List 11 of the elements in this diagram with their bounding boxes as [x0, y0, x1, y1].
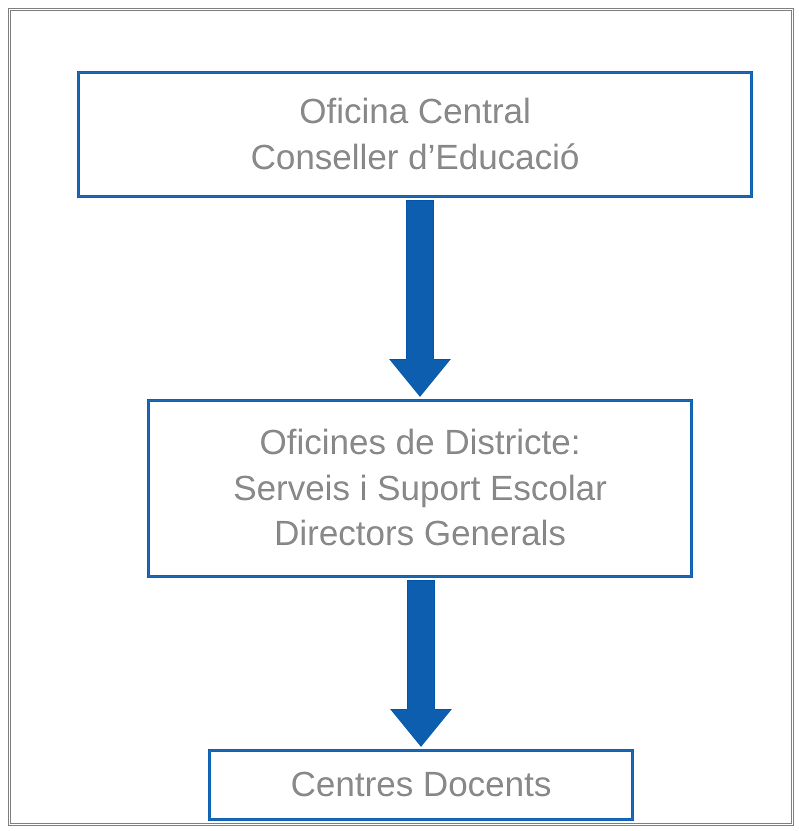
box-label: Serveis i Suport Escolar: [233, 468, 607, 510]
box-label: Conseller d’Educació: [250, 136, 580, 178]
process-box: [208, 749, 634, 821]
process-box: [147, 399, 693, 578]
box-label: Oficina Central: [299, 91, 531, 133]
box-label: Directors Generals: [274, 513, 566, 556]
block-arrow: [389, 200, 451, 397]
block-arrow: [390, 580, 452, 747]
box-label: Centres Docents: [290, 764, 552, 806]
box-label: Oficines de Districte:: [260, 422, 580, 464]
process-box: [77, 71, 753, 198]
